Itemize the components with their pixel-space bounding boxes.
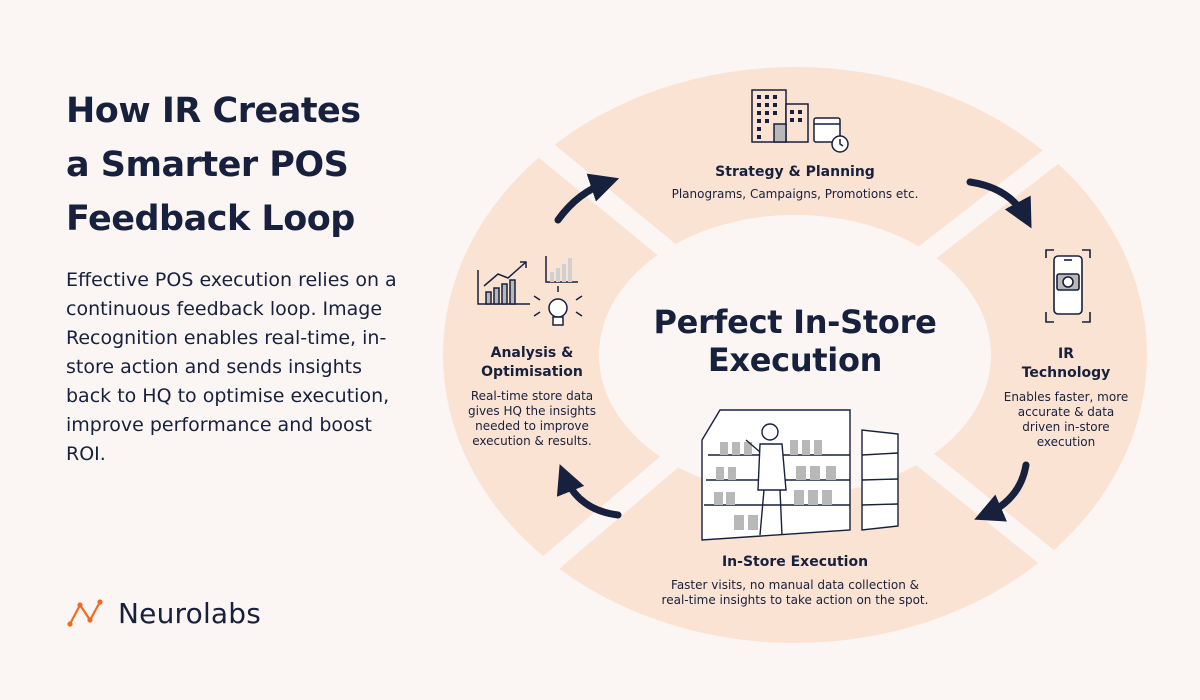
- intro-paragraph: Effective POS execution relies on a cont…: [66, 269, 397, 465]
- ir-desc-line-4: execution: [1036, 435, 1096, 449]
- stage-analysis: Analysis & Optimisation Real-time store …: [442, 344, 622, 449]
- arrow-analysis-to-strategy: [554, 173, 620, 224]
- analysis-title-line-2: Optimisation: [481, 364, 583, 380]
- analysis-desc-line-4: execution & results.: [472, 434, 592, 448]
- strategy-desc: Planograms, Campaigns, Promotions etc.: [671, 187, 919, 201]
- ir-desc-line-3: driven in-store: [1022, 420, 1110, 434]
- analysis-title-line-1: Analysis &: [490, 345, 574, 361]
- page-title: How IR Creates a Smarter POS Feedback Lo…: [66, 84, 406, 246]
- brand-logo: Neurolabs: [66, 596, 261, 630]
- ir-desc-line-1: Enables faster, more: [1003, 390, 1129, 404]
- analysis-desc-line-1: Real-time store data: [470, 389, 594, 403]
- feedback-loop-diagram: Strategy & Planning Planograms, Campaign…: [430, 60, 1190, 650]
- arrow-strategy-to-ir: [966, 178, 1032, 229]
- arrow-execution-to-analysis: [556, 464, 622, 519]
- stage-execution: In-Store Execution Faster visits, no man…: [610, 553, 980, 608]
- execution-desc-line-2: real-time insights to take action on the…: [661, 593, 929, 607]
- neurolabs-logo-icon: [67, 599, 103, 627]
- office-building-calendar-icon: [751, 89, 849, 153]
- smartphone-camera-scan-icon: [1045, 249, 1091, 323]
- brand-name: Neurolabs: [118, 596, 262, 630]
- center-label: Perfect In-Store Execution: [625, 303, 965, 379]
- ir-title-line-1: IR: [1058, 346, 1074, 362]
- arrow-ir-to-execution: [974, 461, 1030, 522]
- title-line-2: a Smarter POS: [66, 145, 349, 185]
- title-line-1: How IR Creates: [66, 91, 361, 131]
- stage-strategy: Strategy & Planning Planograms, Campaign…: [635, 163, 955, 202]
- ir-desc-line-2: accurate & data: [1017, 405, 1115, 419]
- ring-separators: [453, 72, 1157, 648]
- stage-ir: IR Technology Enables faster, more accur…: [978, 345, 1154, 450]
- strategy-title: Strategy & Planning: [715, 164, 875, 180]
- growth-chart-lightbulb-icon: [477, 256, 583, 326]
- loop-ring-graphic: [443, 67, 1157, 648]
- analysis-desc-line-3: needed to improve: [475, 419, 589, 433]
- execution-desc-line-1: Faster visits, no manual data collection…: [671, 578, 919, 592]
- execution-title: In-Store Execution: [721, 554, 869, 570]
- ir-title-line-2: Technology: [1021, 365, 1111, 381]
- center-title-line-2: Execution: [707, 341, 883, 379]
- title-line-3: Feedback Loop: [66, 199, 355, 239]
- analysis-desc-line-2: gives HQ the insights: [468, 404, 596, 418]
- center-title-line-1: Perfect In-Store: [653, 303, 937, 341]
- shopper-at-shelf-icon: [701, 409, 899, 541]
- left-panel: How IR Creates a Smarter POS Feedback Lo…: [66, 84, 406, 469]
